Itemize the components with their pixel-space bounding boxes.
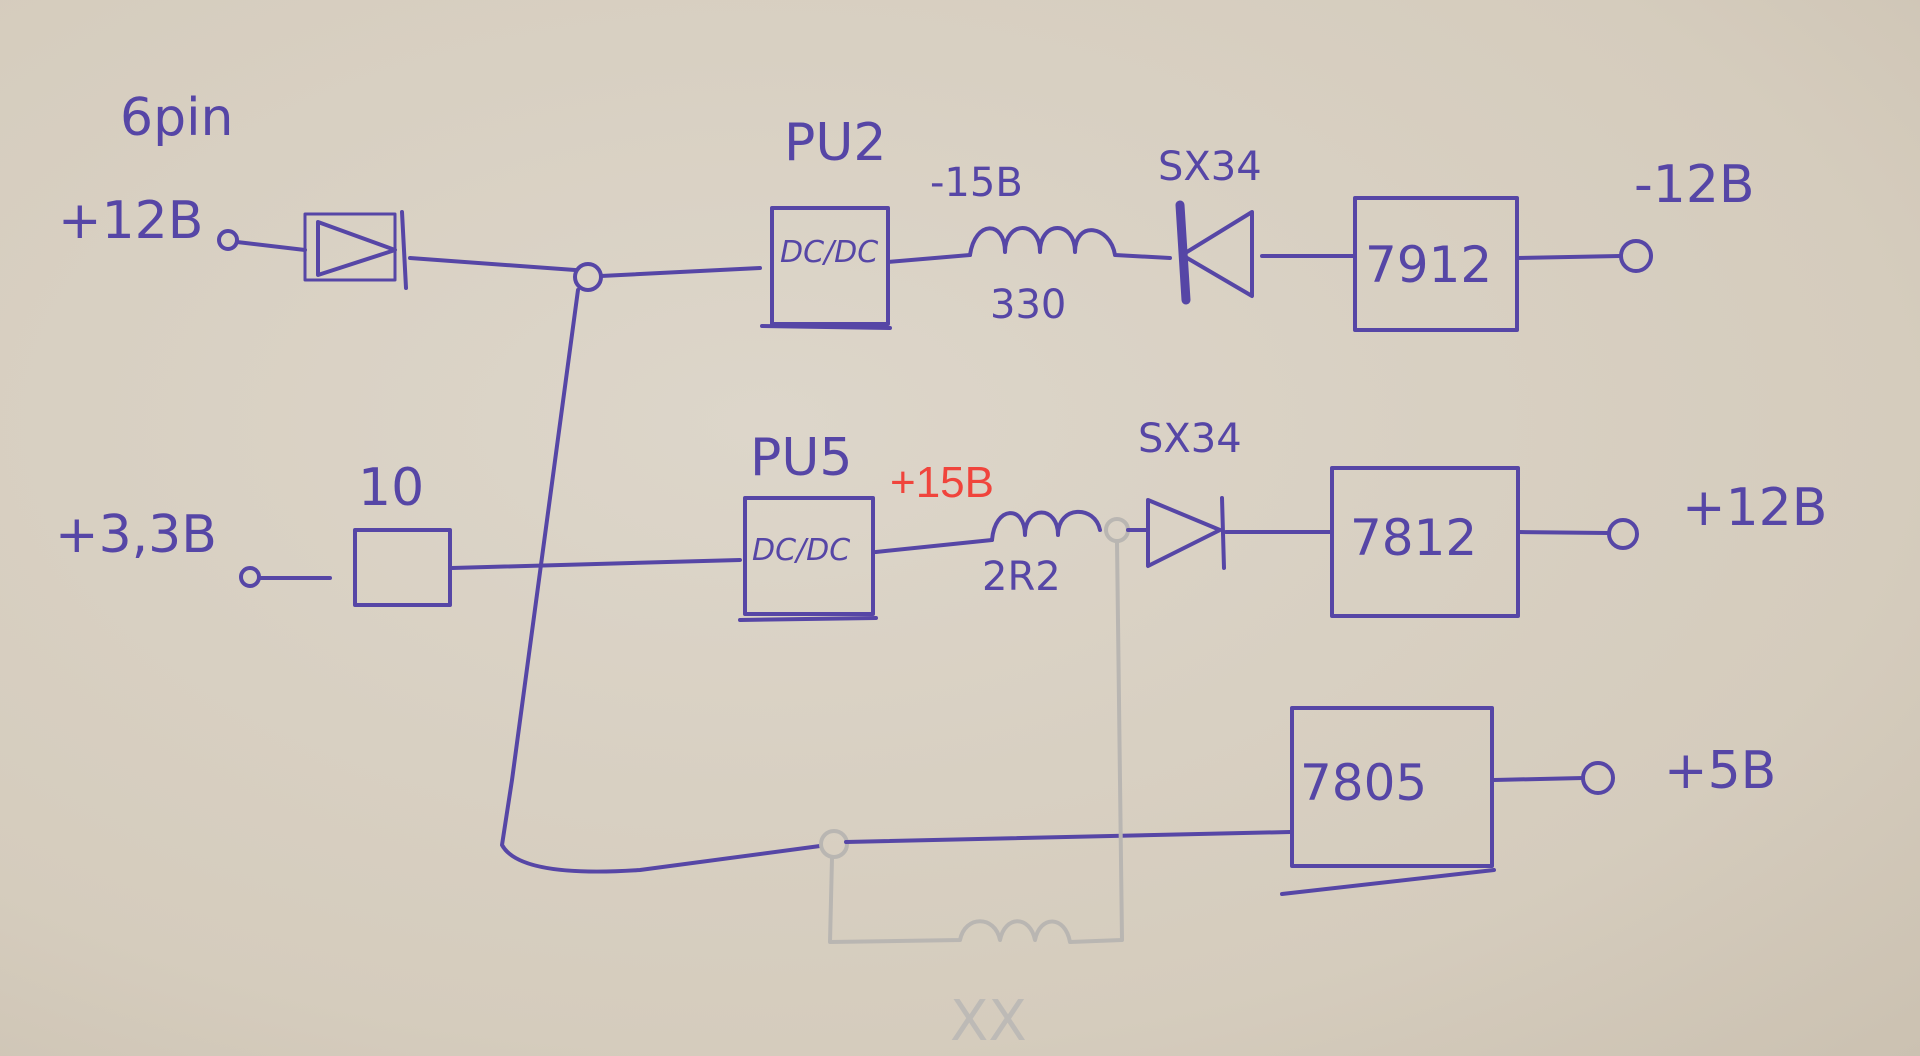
svg-text:DC/DC: DC/DC [752,533,850,568]
regulator-7812: 7812 [1330,466,1520,618]
crossed-out-inductor [828,540,1124,944]
voltage-label-neg15: -15B [930,160,1023,206]
wire [874,538,994,554]
output-label-neg12: -12B [1634,155,1755,215]
wire [1515,254,1622,260]
svg-text:7912: 7912 [1365,236,1492,294]
wire [886,253,972,264]
input-12v-terminal [217,229,239,251]
wire [408,256,577,272]
diode-label-sx34-top: SX34 [1158,144,1262,190]
silver-junction-node [1104,517,1130,543]
fuse-10 [353,528,452,607]
regulator-7805: 7805 [1280,706,1496,896]
output-label-pos5: +5B [1664,741,1776,801]
fuse-value: 10 [358,458,424,518]
wire [450,558,742,570]
wire [599,266,762,278]
wire [844,830,1292,844]
silver-node-bottom [819,829,849,859]
svg-text:DC/DC: DC/DC [780,235,878,270]
dcdc-converter-pu5: DC/DC [738,496,878,622]
pu2-label: PU2 [784,113,887,173]
inductor-2r2 [990,509,1102,542]
junction-node [573,262,603,292]
voltage-label-pos15: +15B [890,458,994,507]
input-diode [303,210,408,290]
wire [235,240,307,252]
diode-sx34-top [1175,200,1254,305]
wire [1516,530,1610,535]
input-33v-label: +3,3B [55,505,217,565]
svg-text:7812: 7812 [1350,509,1477,567]
inductor-value-2r2: 2R2 [982,554,1061,600]
input-12v-label: +12B [58,191,203,251]
input-33v-terminal [239,566,261,588]
crossed-out-mark: XX [950,989,1027,1054]
output-terminal-pos5 [1581,761,1615,795]
inductor-value-330: 330 [990,282,1066,328]
output-label-pos12: +12B [1682,478,1827,538]
dcdc-converter-pu2: DC/DC [760,206,892,330]
output-terminal-pos12 [1607,518,1639,550]
svg-text:7805: 7805 [1300,754,1427,812]
pu5-label: PU5 [750,428,853,488]
bus-wire [500,288,822,874]
wire [1492,776,1585,782]
inductor-330 [968,226,1172,260]
diode-label-sx34-mid: SX34 [1138,416,1242,462]
connector-label: 6pin [120,88,234,148]
output-terminal-neg12 [1619,239,1653,273]
regulator-7912: 7912 [1353,196,1519,332]
diode-sx34-mid [1146,496,1226,570]
